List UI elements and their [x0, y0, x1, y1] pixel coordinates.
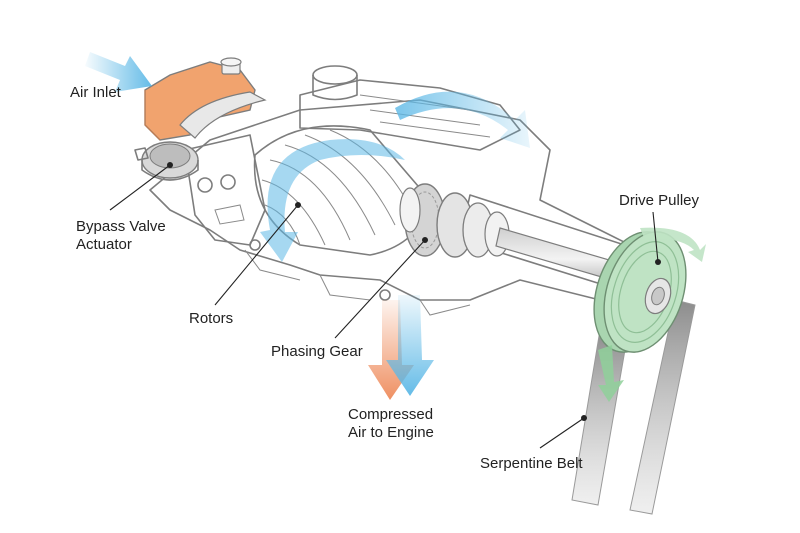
label-rotors: Rotors — [189, 310, 233, 327]
rotor-swirl-arrow — [260, 139, 405, 262]
label-drive-pulley: Drive Pulley — [619, 192, 700, 209]
label-serpentine-belt: Serpentine Belt — [480, 455, 583, 472]
air-inlet-housing — [144, 57, 267, 141]
air-inlet-arrow — [85, 52, 152, 92]
label-compressed-line1: Compressed — [348, 406, 433, 423]
phasing-gear — [399, 183, 510, 258]
label-compressed-line2: Air to Engine — [348, 424, 434, 441]
label-compressed-air: Compressed Air to Engine — [348, 406, 437, 441]
leader-lines — [109, 162, 661, 449]
label-air-inlet: Air Inlet — [70, 84, 122, 101]
label-phasing-gear: Phasing Gear — [271, 343, 363, 360]
label-bypass-line1: Bypass Valve — [76, 218, 166, 235]
label-bypass-line2: Actuator — [76, 236, 132, 253]
label-bypass-valve-actuator: Bypass Valve Actuator — [76, 218, 170, 253]
top-swirl-arrow — [395, 91, 530, 148]
pulley-rotation-arrow — [598, 227, 706, 402]
compressed-air-arrow — [368, 295, 434, 400]
